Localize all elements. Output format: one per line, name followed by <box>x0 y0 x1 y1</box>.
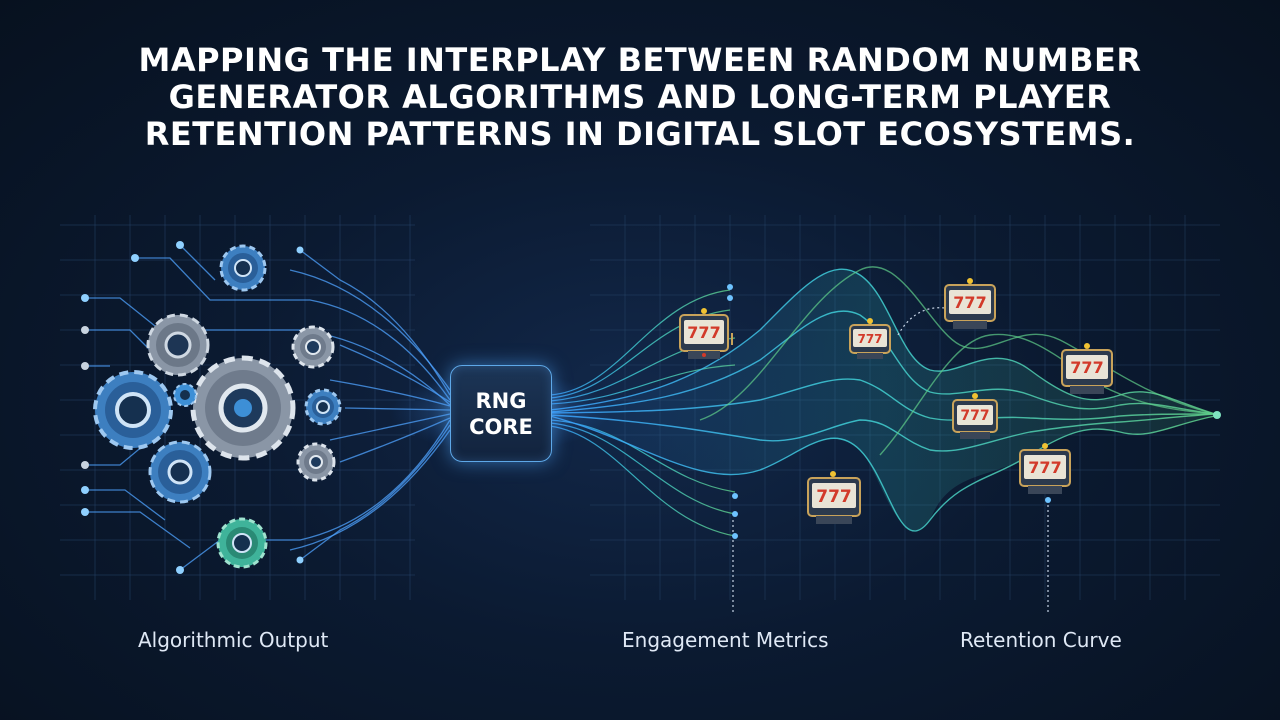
gear-icon <box>304 388 342 426</box>
slot-machine-icon: 777 <box>849 318 891 359</box>
slot-reels-text: 777 <box>1028 458 1061 477</box>
gear-icon <box>93 370 173 450</box>
slot-machine-icon: 777 <box>679 308 733 359</box>
gear-icon <box>216 517 268 569</box>
gear-icon <box>296 442 336 482</box>
slot-machine-icon: 777 <box>807 471 861 524</box>
caption-retention-curve: Retention Curve <box>960 628 1122 652</box>
gear-icon <box>291 325 335 369</box>
slot-machine-icon: 777 <box>952 393 998 439</box>
slot-machine-icon: 777 <box>1061 343 1113 394</box>
rng-core-label-line2: CORE <box>469 414 533 439</box>
slot-reels-text: 777 <box>687 323 720 342</box>
page-title: MAPPING THE INTERPLAY BETWEEN RANDOM NUM… <box>138 41 1142 153</box>
slot-machine-icon: 777 <box>1019 443 1071 494</box>
gear-icon <box>219 244 267 292</box>
gear-icon <box>173 383 197 407</box>
rng-core-box: RNG CORE <box>450 365 552 462</box>
slot-reels-text: 777 <box>953 293 986 312</box>
slot-reels-text: 777 <box>1070 358 1103 377</box>
engagement-dots <box>727 284 1051 539</box>
rng-core-label-line1: RNG <box>475 388 527 413</box>
gear-icon <box>148 440 212 504</box>
caption-algorithmic-output: Algorithmic Output <box>138 628 329 652</box>
slot-reels-text: 777 <box>960 408 989 424</box>
slot-machine-icon: 777 <box>944 278 996 329</box>
trace-terminals <box>81 241 304 574</box>
caption-engagement-metrics: Engagement Metrics <box>622 628 829 652</box>
wave-endpoint <box>1213 411 1221 419</box>
retention-wave <box>549 266 1221 532</box>
slot-reels-text: 777 <box>857 332 882 346</box>
slot-reels-text: 777 <box>816 487 852 507</box>
gear-icon <box>146 313 210 377</box>
gear-icon <box>190 355 296 461</box>
